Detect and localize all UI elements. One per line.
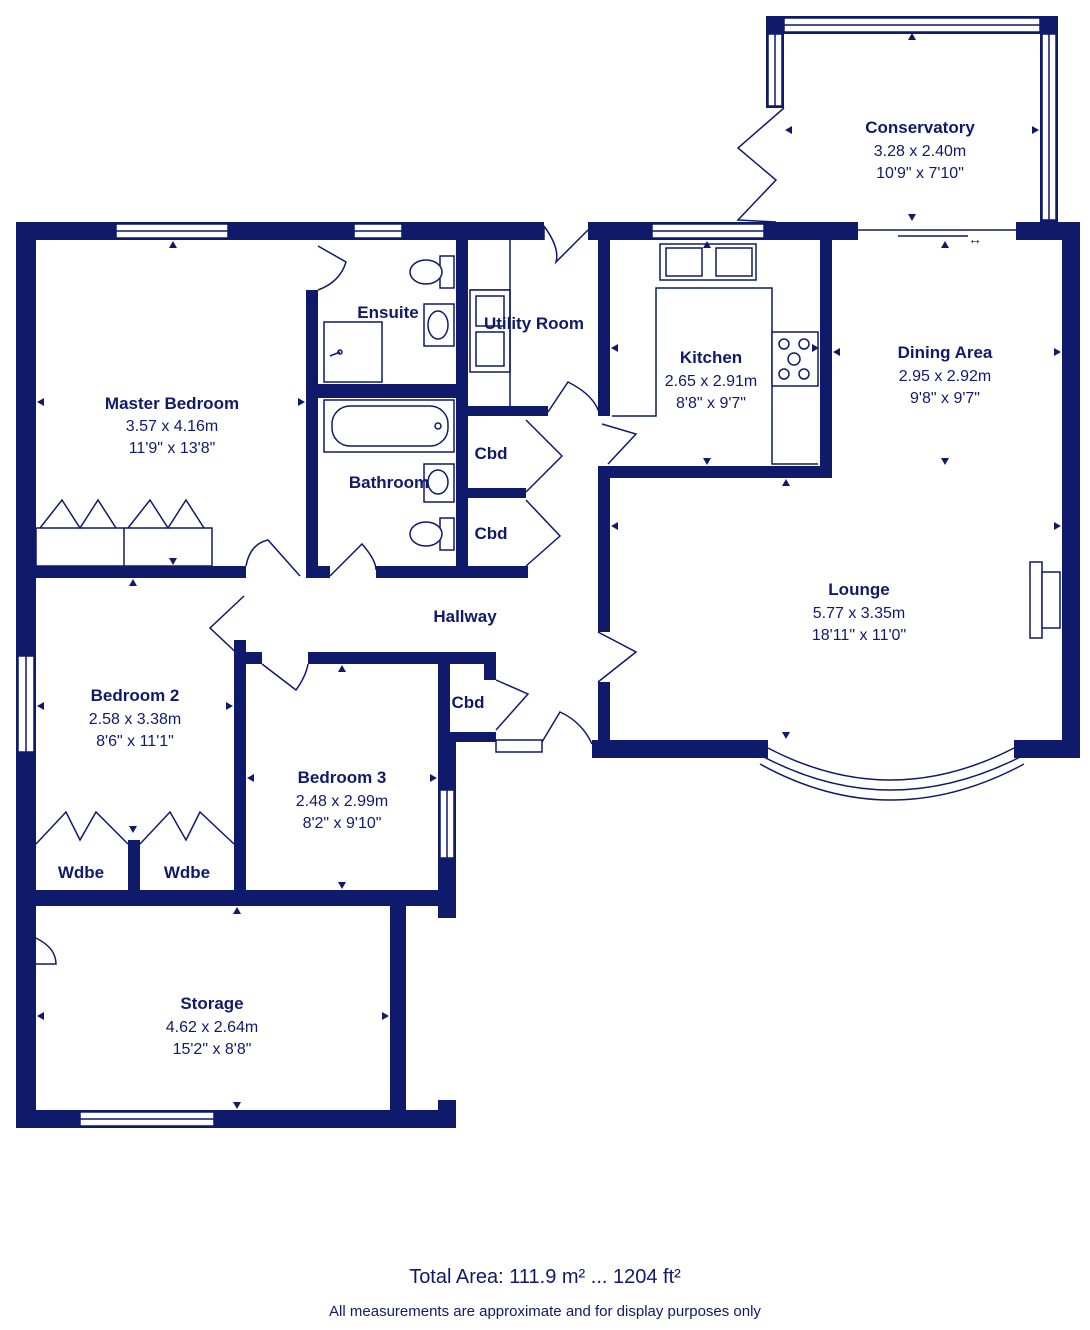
cbd-1-name: Cbd <box>474 444 507 463</box>
floor-plan: ↔ <box>16 16 1080 1128</box>
master-bedroom-name: Master Bedroom <box>105 394 239 413</box>
storage-name: Storage <box>180 994 243 1013</box>
ensuite-name: Ensuite <box>357 303 418 322</box>
conservatory-metric: 3.28 x 2.40m <box>874 143 967 160</box>
utility-room-name: Utility Room <box>484 314 584 333</box>
master-bedroom-imperial: 11'9" x 13'8" <box>129 440 216 457</box>
dining-area-metric: 2.95 x 2.92m <box>899 368 992 385</box>
wdbe-2-name: Wdbe <box>164 863 210 882</box>
conservatory-imperial: 10'9" x 7'10" <box>876 165 964 182</box>
kitchen-imperial: 8'8" x 9'7" <box>676 395 746 412</box>
master-bedroom-metric: 3.57 x 4.16m <box>126 418 219 435</box>
wardrobes <box>35 498 235 845</box>
kitchen-name: Kitchen <box>680 348 742 367</box>
disclaimer-note: All measurements are approximate and for… <box>329 1303 761 1320</box>
wdbe-1-name: Wdbe <box>58 863 104 882</box>
bay-window <box>759 747 1025 801</box>
cbd-3-name: Cbd <box>451 693 484 712</box>
walls <box>16 16 1080 1128</box>
conservatory-opening: ↔ <box>736 107 1016 247</box>
windows <box>17 17 1061 1127</box>
dining-area-name: Dining Area <box>898 343 993 362</box>
dimension-arrows <box>37 33 1061 1109</box>
room-labels: Conservatory 3.28 x 2.40m 10'9" x 7'10" … <box>58 118 993 1058</box>
bedroom-2-imperial: 8'6" x 11'1" <box>96 733 174 750</box>
lounge-name: Lounge <box>828 580 889 599</box>
bedroom-2-name: Bedroom 2 <box>91 686 180 705</box>
lounge-metric: 5.77 x 3.35m <box>813 605 906 622</box>
bedroom-3-metric: 2.48 x 2.99m <box>296 793 389 810</box>
svg-text:↔: ↔ <box>968 231 982 247</box>
total-area: Total Area: 111.9 m² ... 1204 ft² <box>409 1266 681 1288</box>
dining-area-imperial: 9'8" x 9'7" <box>910 390 980 407</box>
lounge-imperial: 18'11" x 11'0" <box>812 627 906 644</box>
fixtures <box>323 240 819 551</box>
bedroom-2-metric: 2.58 x 3.38m <box>89 711 182 728</box>
cbd-2-name: Cbd <box>474 524 507 543</box>
doors <box>16 225 638 965</box>
storage-imperial: 15'2" x 8'8" <box>173 1041 252 1058</box>
bedroom-3-imperial: 8'2" x 9'10" <box>303 815 382 832</box>
conservatory-name: Conservatory <box>865 118 975 137</box>
bedroom-3-name: Bedroom 3 <box>298 768 387 787</box>
hallway-name: Hallway <box>433 607 497 626</box>
kitchen-metric: 2.65 x 2.91m <box>665 373 758 390</box>
storage-metric: 4.62 x 2.64m <box>166 1019 259 1036</box>
bathroom-name: Bathroom <box>349 473 429 492</box>
